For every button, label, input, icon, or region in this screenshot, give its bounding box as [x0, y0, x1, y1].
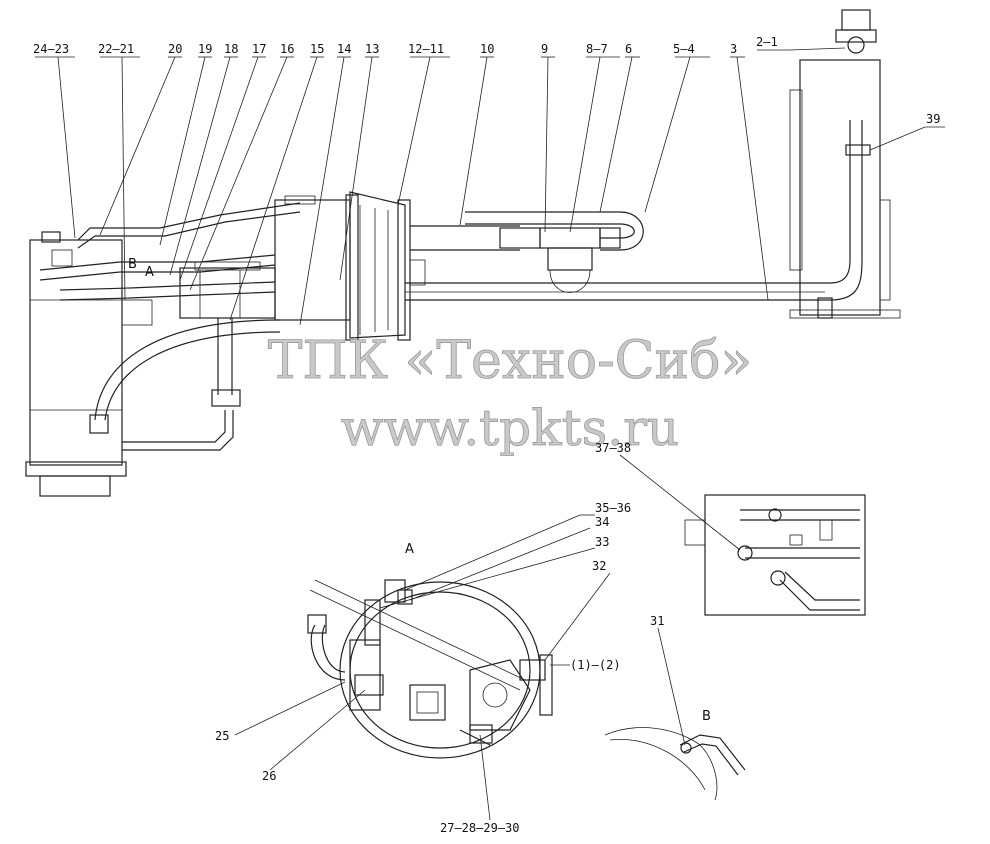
- hydraulic-tank: [799, 59, 881, 316]
- left-valve-block: [29, 239, 123, 466]
- callout-13: 13: [365, 42, 379, 56]
- callout-8-7: 8—7: [586, 42, 608, 56]
- callout-15: 15: [310, 42, 324, 56]
- detail-view-a: [234, 514, 611, 821]
- callout-27-30: 27—28—29—30: [440, 821, 519, 835]
- callout-33: 33: [595, 535, 609, 549]
- callout-16: 16: [280, 42, 294, 56]
- callout-26: 26: [262, 769, 276, 783]
- view-marker-a: A: [145, 265, 154, 280]
- callout-34: 34: [595, 515, 609, 529]
- callout-37-38: 37—38: [595, 441, 631, 455]
- watermark-url: www.tpkts.ru: [341, 399, 680, 457]
- callout-1-2: (1)—(2): [570, 658, 621, 672]
- callout-6: 6: [625, 42, 632, 56]
- callout-3: 3: [730, 42, 737, 56]
- main-assembly-view: ТПК «Техно-Сиб» www.tpkts.ru: [25, 9, 901, 497]
- view-label-a: A: [405, 542, 414, 557]
- callout-17: 17: [252, 42, 266, 56]
- callout-5-4: 5—4: [673, 42, 695, 56]
- callout-32: 32: [592, 559, 606, 573]
- view-marker-b: B: [128, 257, 137, 272]
- detail-view-b: [604, 627, 746, 801]
- callout-12-11: 12—11: [408, 42, 444, 56]
- callout-31: 31: [650, 614, 664, 628]
- callout-2-1: 2—1: [756, 35, 778, 49]
- callout-20: 20: [168, 42, 182, 56]
- detail-fittings-37-38: [619, 454, 866, 616]
- callout-39: 39: [926, 112, 940, 126]
- callout-14: 14: [337, 42, 351, 56]
- callout-18: 18: [224, 42, 238, 56]
- view-label-b: B: [702, 709, 711, 724]
- callout-24-23: 24—23: [33, 42, 69, 56]
- main-leader-lines: [35, 47, 945, 326]
- watermark-company: ТПК «Техно-Сиб»: [268, 331, 753, 391]
- callout-35-36: 35—36: [595, 501, 631, 515]
- callout-9: 9: [541, 42, 548, 56]
- callout-10: 10: [480, 42, 494, 56]
- callout-labels: 24—23 22—21 20 19 18 17 16 15 14 13 12—1…: [33, 35, 940, 835]
- callout-19: 19: [198, 42, 212, 56]
- callout-22-21: 22—21: [98, 42, 134, 56]
- callout-25: 25: [215, 729, 229, 743]
- pump-housing: [274, 199, 351, 321]
